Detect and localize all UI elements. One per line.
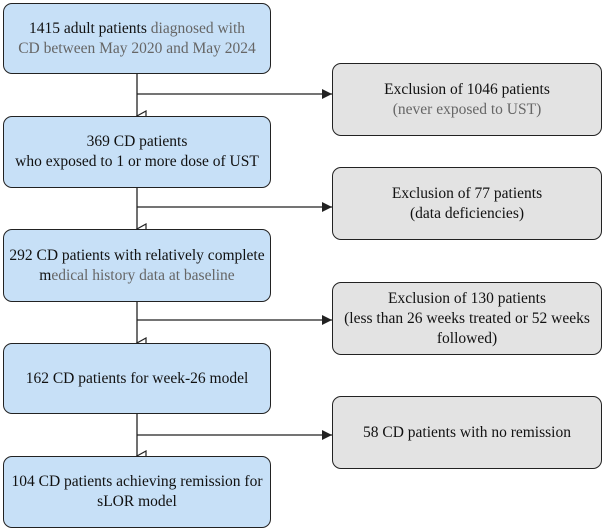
main-box-1-line1: 1415 adult patients diagnosed with [28, 19, 246, 37]
main-box-5: 104 CD patients achieving remission for … [3, 456, 271, 528]
exclusion-box-3-line1: Exclusion of 130 patients [388, 289, 546, 307]
exclusion-box-3-line2: (less than 26 weeks treated or 52 weeks [344, 309, 590, 327]
main-box-1-line2: CD between May 2020 and May 2024 [18, 39, 256, 57]
main-box-2: 369 CD patients who exposed to 1 or more… [3, 116, 271, 188]
main-box-3-line1: 292 CD patients with relatively complete [9, 246, 265, 264]
exclusion-box-2: Exclusion of 77 patients (data deficienc… [332, 167, 602, 240]
exclusion-box-3-line3: followed) [436, 329, 498, 347]
main-box-2-line1: 369 CD patients [86, 133, 188, 150]
main-box-2-line2: who exposed to 1 or more dose of UST [15, 153, 259, 170]
exclusion-box-2-line2: (data deficiencies) [409, 204, 525, 222]
main-box-5-line2: sLOR model [97, 493, 177, 510]
main-box-5-line1: 104 CD patients achieving remission for [11, 473, 263, 490]
main-box-3-line2: medical history data at baseline [39, 266, 235, 284]
exclusion-box-1-line1: Exclusion of 1046 patients [384, 80, 550, 98]
exclusion-box-1-line2: (never exposed to UST) [392, 100, 542, 118]
exclusion-box-2-line1: Exclusion of 77 patients [391, 184, 543, 202]
main-box-3: 292 CD patients with relatively complete… [3, 229, 271, 302]
main-box-1: 1415 adult patients diagnosed with CD be… [3, 3, 271, 74]
exclusion-box-4-line1: 58 CD patients with no remission [363, 423, 571, 441]
exclusion-box-3: Exclusion of 130 patients (less than 26 … [332, 282, 602, 355]
exclusion-box-1: Exclusion of 1046 patients (never expose… [332, 63, 602, 136]
exclusion-box-4: 58 CD patients with no remission [332, 396, 602, 469]
main-box-4: 162 CD patients for week-26 model [3, 343, 271, 414]
main-box-4-line1: 162 CD patients for week-26 model [25, 369, 249, 387]
